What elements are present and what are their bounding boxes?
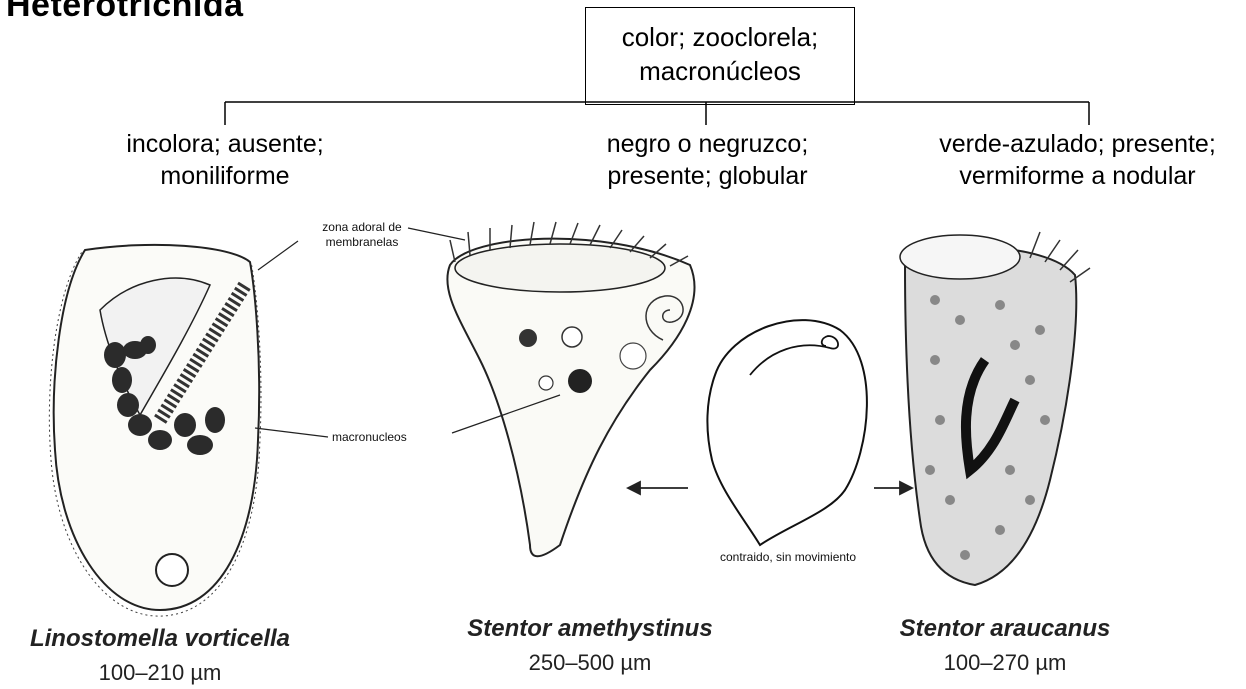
species-name-stentor-araucanus: Stentor araucanus xyxy=(855,615,1155,643)
branch-left-line-2: moniliforme xyxy=(80,160,370,192)
root-criteria-line-2: macronúcleos xyxy=(586,54,854,88)
stentor-amethystinus-illustration xyxy=(447,222,694,556)
species-size-linostomella: 100–210 µm xyxy=(10,660,310,686)
zona-adoral-label: zona adoral de membranelas xyxy=(312,220,412,250)
branch-right-line-2: vermiforme a nodular xyxy=(910,160,1245,192)
macronucleos-label: macronucleos xyxy=(332,430,407,444)
linostomella-illustration xyxy=(49,245,261,616)
species-name-stentor-amethystinus: Stentor amethystinus xyxy=(440,615,740,643)
root-criteria-line-1: color; zooclorela; xyxy=(586,20,854,54)
branch-middle: negro o negruzco; presente; globular xyxy=(570,128,845,192)
tree-connectors xyxy=(225,102,1089,125)
branch-middle-line-2: presente; globular xyxy=(570,160,845,192)
species-size-stentor-amethystinus: 250–500 µm xyxy=(440,650,740,676)
species-size-stentor-araucanus: 100–270 µm xyxy=(855,650,1155,676)
branch-left-line-1: incolora; ausente; xyxy=(80,128,370,160)
zona-adoral-line-2: membranelas xyxy=(312,235,412,250)
stentor-araucanus-illustration xyxy=(900,232,1090,585)
branch-right: verde-azulado; presente; vermiforme a no… xyxy=(910,128,1245,192)
zona-adoral-line-1: zona adoral de xyxy=(312,220,412,235)
contracted-form-illustration xyxy=(707,320,867,545)
contracted-form-label: contraido, sin movimiento xyxy=(720,550,856,564)
branch-left: incolora; ausente; moniliforme xyxy=(80,128,370,192)
branch-middle-line-1: negro o negruzco; xyxy=(570,128,845,160)
branch-right-line-1: verde-azulado; presente; xyxy=(910,128,1245,160)
root-criteria-box: color; zooclorela; macronúcleos xyxy=(585,7,855,105)
species-name-linostomella: Linostomella vorticella xyxy=(10,625,310,653)
